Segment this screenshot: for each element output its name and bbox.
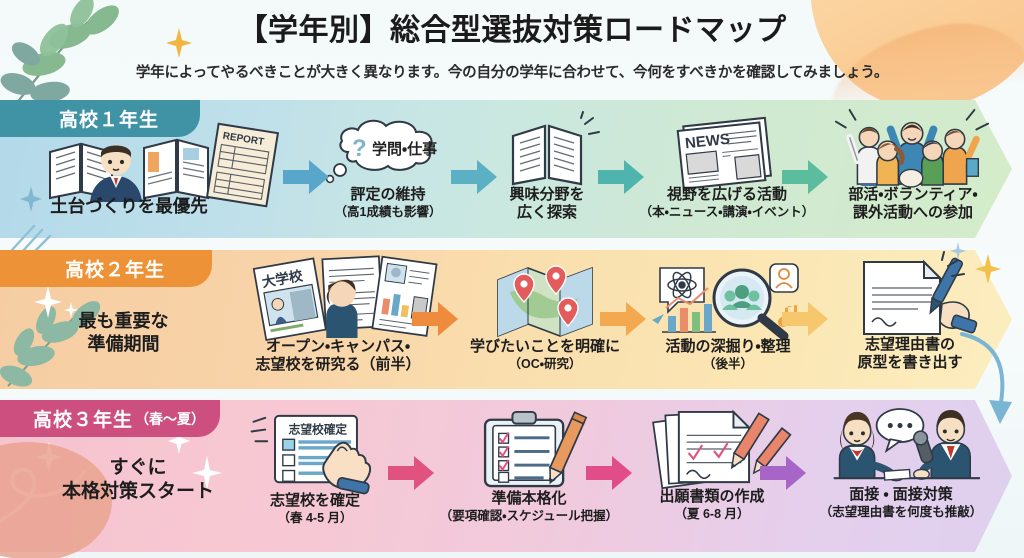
checklist-hand-icon: 志望校確定 [230,412,400,495]
grade1-step-1: ? 学問・仕事 評定の維持 （高1成績も影響） [318,116,458,221]
grade3-pill-sub: （春〜夏） [135,410,206,427]
arrow-icon [388,456,434,490]
grade3-step-2-caption: 準備本格化 [491,490,567,507]
grade1-step-1-sub: （高1成績も影響） [334,205,442,220]
grade1-step-3-caption: 視野を広げる活動 [666,186,787,203]
grade2-step-1-caption2: 志望校を研究る（前半） [255,356,421,374]
grade3-step-3-caption: 出願書類の作成 [659,488,765,505]
grade2-step-2-caption: 学びたいことを明確に [469,338,620,355]
grade2-step-4-caption: 志望理由書の [864,336,955,353]
grade1-step-3: NEWS 視野を広げる活動 [634,114,820,221]
grade3-pill: 高校３年生 （春〜夏） [0,400,220,437]
writing-document-icon [820,251,1000,336]
arrow-icon [283,160,329,194]
grade2-step-3-sub: （後半） [702,357,753,372]
grade1-step-3-sub: （本・ニュース・講演・イベント） [639,205,815,220]
grade3-step-3-sub: （夏 6-8 月） [674,507,750,522]
arrow-icon [760,456,806,490]
magnifier-research-icon [638,260,818,341]
grade3-lead-line2: 本格対策スタート [61,481,214,503]
arrow-icon [782,160,828,194]
grade3-lead-line1: すぐに [109,457,167,478]
sparkle-icon [950,242,966,260]
arrow-icon [412,302,458,336]
row-grade3: 高校３年生 （春〜夏） すぐに 本格対策スタート [0,400,1024,558]
grade1-lead: 土台づくりを最優先 [34,195,224,217]
grade2-steps: 大学校 [0,242,1024,389]
grade2-step-4-caption2: 原型を書き出す [857,354,963,372]
grade3-steps: 志望校確定 [0,400,1024,552]
grade1-lead-text: 土台づくりを最優先 [50,196,208,216]
thought-bubble-question-icon: ? 学問・仕事 [318,116,458,186]
arrow-icon [782,302,828,336]
svg-text:大学校: 大学校 [261,267,304,290]
row-grade2: 高校２年生 最も重要な 準備期間 [0,242,1024,389]
grade3-step-1-sub: （春 4-5 月） [277,511,353,526]
open-book-icon [487,111,607,186]
grade1-pill: 高校１年生 [0,100,200,137]
map-pins-icon [450,262,640,338]
arrow-icon [600,302,646,336]
grade2-step-3-caption: 活動の深掘り・整理 [665,338,791,355]
grade1-step-1-caption: 評定の維持 [350,186,426,203]
interview-pair-icon [796,408,1006,486]
grade2-pill-label: 高校２年生 [64,260,165,281]
grade3-step-1: 志望校確定 [230,412,400,527]
grade3-step-3: 出願書類の作成 （夏 6-8 月） [622,409,802,523]
connector-arrow-icon [960,332,1012,424]
grade3-lead: すぐに 本格対策スタート [38,456,238,505]
grade2-step-4: 志望理由書の 原型を書き出す [820,251,1000,373]
grade1-step-4: 部活・ボランティア・ 課外活動への参加 [818,108,1008,223]
grade1-step-2: 興味分野を 広く探索 [487,111,607,223]
grade2-step-1-caption: オープン・キャンパス・ [265,338,411,355]
row-grade1: 高校１年生 [0,100,1024,256]
grade2-pill: 高校２年生 [0,250,212,287]
svg-text:NEWS: NEWS [684,131,731,153]
grade3-pill-label: 高校３年生 [33,410,134,431]
grade1-step-2-caption2: 広く探索 [516,204,577,222]
svg-text:学問・仕事: 学問・仕事 [372,140,437,158]
group-cheering-icon [818,108,1008,188]
grade1-step-4-caption: 部活・ボランティア・ [848,186,978,203]
grade2-lead: 最も重要な 準備期間 [36,310,211,356]
clipboard-pencil-icon [424,410,634,490]
grade1-step-2-caption: 興味分野を [509,186,585,203]
page-title: 【学年別】総合型選抜対策ロードマップ [237,14,787,47]
header: 【学年別】総合型選抜対策ロードマップ 学年によってやるべきことが大きく異なります… [0,0,1024,82]
grade2-step-2-sub: （OC・研究） [508,357,582,372]
svg-text:?: ? [352,135,367,162]
grade3-step-2: 準備本格化 （要項確認・スケジュール把握） [424,410,634,525]
page-subtitle: 学年によってやるべきことが大きく異なります。今の自分の学年に合わせて、今何をすべ… [135,64,889,81]
arrow-icon [451,160,497,194]
grade1-pill-label: 高校１年生 [58,110,159,131]
documents-pencil-icon [622,409,802,490]
grade2-step-2: 学びたいことを明確に （OC・研究） [450,262,640,373]
grade3-step-4: 面接 ・ 面接対策 （志望理由書を何度も推敲） [796,408,1006,521]
arrow-icon [586,456,632,490]
grade2-lead-line2: 準備期間 [87,334,160,355]
grade3-step-4-caption: 面接 ・ 面接対策 [849,486,953,503]
grade2-step-3: 活動の深掘り・整理 （後半） [638,260,818,373]
arrow-icon [598,160,644,194]
newspaper-icon: NEWS [634,114,820,190]
svg-text:志望校確定: 志望校確定 [288,422,348,436]
grade1-step-4-caption2: 課外活動への参加 [852,204,973,222]
grade3-step-2-sub: （要項確認・スケジュール把握） [439,509,619,524]
grade2-lead-line1: 最も重要な [78,311,169,331]
grade3-step-1-caption: 志望校を確定 [269,492,360,509]
grade3-step-4-sub: （志望理由書を何度も推敲） [819,505,983,520]
